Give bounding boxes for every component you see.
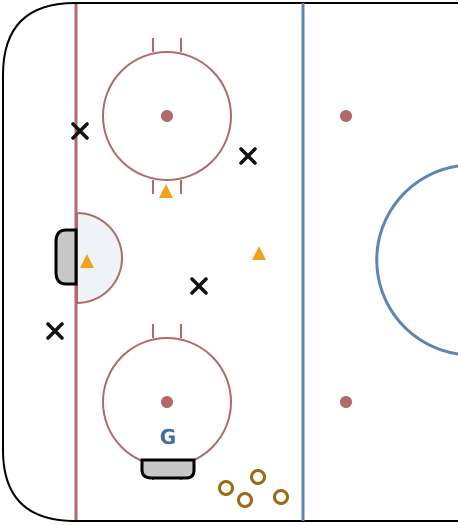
goal-crease <box>76 211 123 305</box>
offense-player-crease <box>80 254 94 268</box>
faceoff-dot-top <box>161 110 173 122</box>
faceoff-circle-top <box>102 38 232 194</box>
goalie-station: G <box>140 425 196 480</box>
defense-player-2 <box>239 147 257 165</box>
center-circle-arc <box>375 164 458 356</box>
goalie-label: G <box>160 425 176 449</box>
goalie-net <box>140 458 196 480</box>
puck <box>250 469 266 485</box>
defense-players <box>46 122 257 340</box>
puck <box>218 480 234 496</box>
goal-net <box>54 228 78 286</box>
defense-player-3 <box>190 277 208 295</box>
offense-player-point <box>252 246 266 260</box>
puck <box>237 492 253 508</box>
defense-player-1 <box>71 122 89 140</box>
offense-player-top <box>159 184 173 198</box>
defense-player-4 <box>46 322 64 340</box>
neutral-zone-dot-bottom <box>340 396 352 408</box>
faceoff-circle-bottom <box>102 324 232 480</box>
puck <box>273 489 289 505</box>
neutral-zone-dot-top <box>340 110 352 122</box>
offense-players <box>80 184 266 268</box>
faceoff-dot-bottom <box>161 396 173 408</box>
puck-pile <box>218 469 289 508</box>
